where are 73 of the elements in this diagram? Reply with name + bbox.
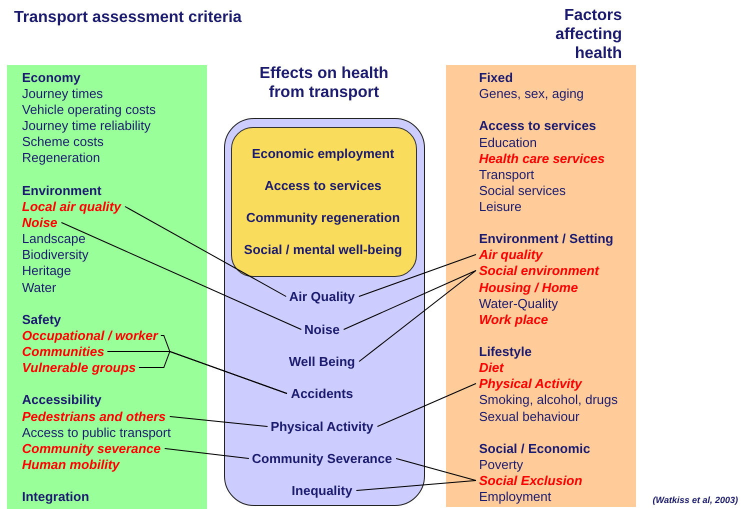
list-item: Poverty bbox=[479, 457, 524, 472]
list-item: Access to public transport bbox=[22, 425, 171, 440]
list-item: Health care services bbox=[479, 151, 605, 166]
connector-line bbox=[376, 383, 476, 427]
effect-label: Noise bbox=[304, 322, 340, 337]
effect-label: Community regeneration bbox=[246, 210, 400, 225]
highlight-box bbox=[231, 127, 417, 277]
list-item: Housing / Home bbox=[479, 280, 578, 295]
category-heading: Accessibility bbox=[22, 392, 102, 407]
effect-label: Air Quality bbox=[289, 289, 355, 304]
list-item: Genes, sex, aging bbox=[479, 86, 584, 101]
category-heading: Environment bbox=[22, 183, 102, 198]
list-item: Human mobility bbox=[22, 457, 120, 472]
connector-line bbox=[358, 270, 476, 362]
category-heading: Environment / Setting bbox=[479, 231, 614, 246]
connector-line bbox=[124, 206, 287, 297]
list-item: Leisure bbox=[479, 199, 522, 214]
category-heading: Integration bbox=[22, 489, 90, 504]
effect-label: Access to services bbox=[264, 178, 382, 193]
list-item: Heritage bbox=[22, 263, 72, 278]
list-item: Diet bbox=[479, 360, 504, 375]
category-heading: Lifestyle bbox=[479, 344, 532, 359]
connector-line bbox=[169, 416, 268, 427]
list-item: Water bbox=[22, 280, 56, 295]
list-item: Social environment bbox=[479, 263, 599, 278]
list-item: Landscape bbox=[22, 231, 86, 246]
effect-label: Economic employment bbox=[252, 146, 394, 161]
list-item: Water-Quality bbox=[479, 296, 558, 311]
connector-line bbox=[358, 254, 476, 297]
category-heading: Social / Economic bbox=[479, 441, 590, 456]
connector-line bbox=[396, 458, 476, 481]
list-item: Vehicle operating costs bbox=[22, 102, 156, 117]
effect-label: Accidents bbox=[290, 386, 354, 401]
list-item: Regeneration bbox=[22, 150, 100, 165]
list-item: Physical Activity bbox=[479, 376, 582, 391]
connector-line bbox=[60, 222, 302, 330]
list-item: Community severance bbox=[22, 441, 161, 456]
list-item: Transport bbox=[479, 167, 534, 182]
list-item: Sexual behaviour bbox=[479, 409, 580, 424]
category-heading: Safety bbox=[22, 312, 62, 327]
list-item: Employment bbox=[479, 489, 552, 504]
list-item: Noise bbox=[22, 215, 58, 230]
list-item: Social Exclusion bbox=[479, 473, 582, 488]
list-item: Pedestrians and others bbox=[22, 409, 166, 424]
effect-label: Inequality bbox=[292, 483, 352, 498]
effect-label: Social / mental well-being bbox=[244, 242, 402, 257]
list-item: Local air quality bbox=[22, 199, 121, 214]
list-item: Work place bbox=[479, 312, 548, 327]
citation: (Watkiss et al, 2003) bbox=[652, 494, 738, 507]
list-item: Scheme costs bbox=[22, 134, 104, 149]
list-item: Journey time reliability bbox=[22, 118, 151, 133]
panel-heading: Factors affecting health bbox=[554, 6, 622, 63]
list-item: Occupational / worker bbox=[22, 328, 158, 343]
panel-heading: Effects on health from transport bbox=[258, 64, 390, 102]
connector-line bbox=[356, 480, 476, 491]
list-item: Biodiversity bbox=[22, 247, 88, 262]
category-heading: Access to services bbox=[479, 118, 596, 133]
connector-line bbox=[164, 448, 250, 459]
list-item: Social services bbox=[479, 183, 566, 198]
connector-line bbox=[343, 270, 476, 330]
connector-line bbox=[138, 350, 288, 394]
list-item: Education bbox=[479, 135, 537, 150]
effect-label: Well Being bbox=[288, 354, 356, 369]
list-item: Vulnerable groups bbox=[22, 360, 136, 375]
category-heading: Economy bbox=[22, 70, 81, 85]
list-item: Communities bbox=[22, 344, 104, 359]
list-item: Air quality bbox=[479, 247, 543, 262]
category-heading: Fixed bbox=[479, 70, 513, 85]
panel-heading: Transport assessment criteria bbox=[14, 8, 243, 27]
list-item: Journey times bbox=[22, 86, 103, 101]
effect-label: Community Severance bbox=[252, 451, 392, 466]
effect-label: Physical Activity bbox=[270, 419, 374, 434]
list-item: Smoking, alcohol, drugs bbox=[479, 392, 618, 407]
